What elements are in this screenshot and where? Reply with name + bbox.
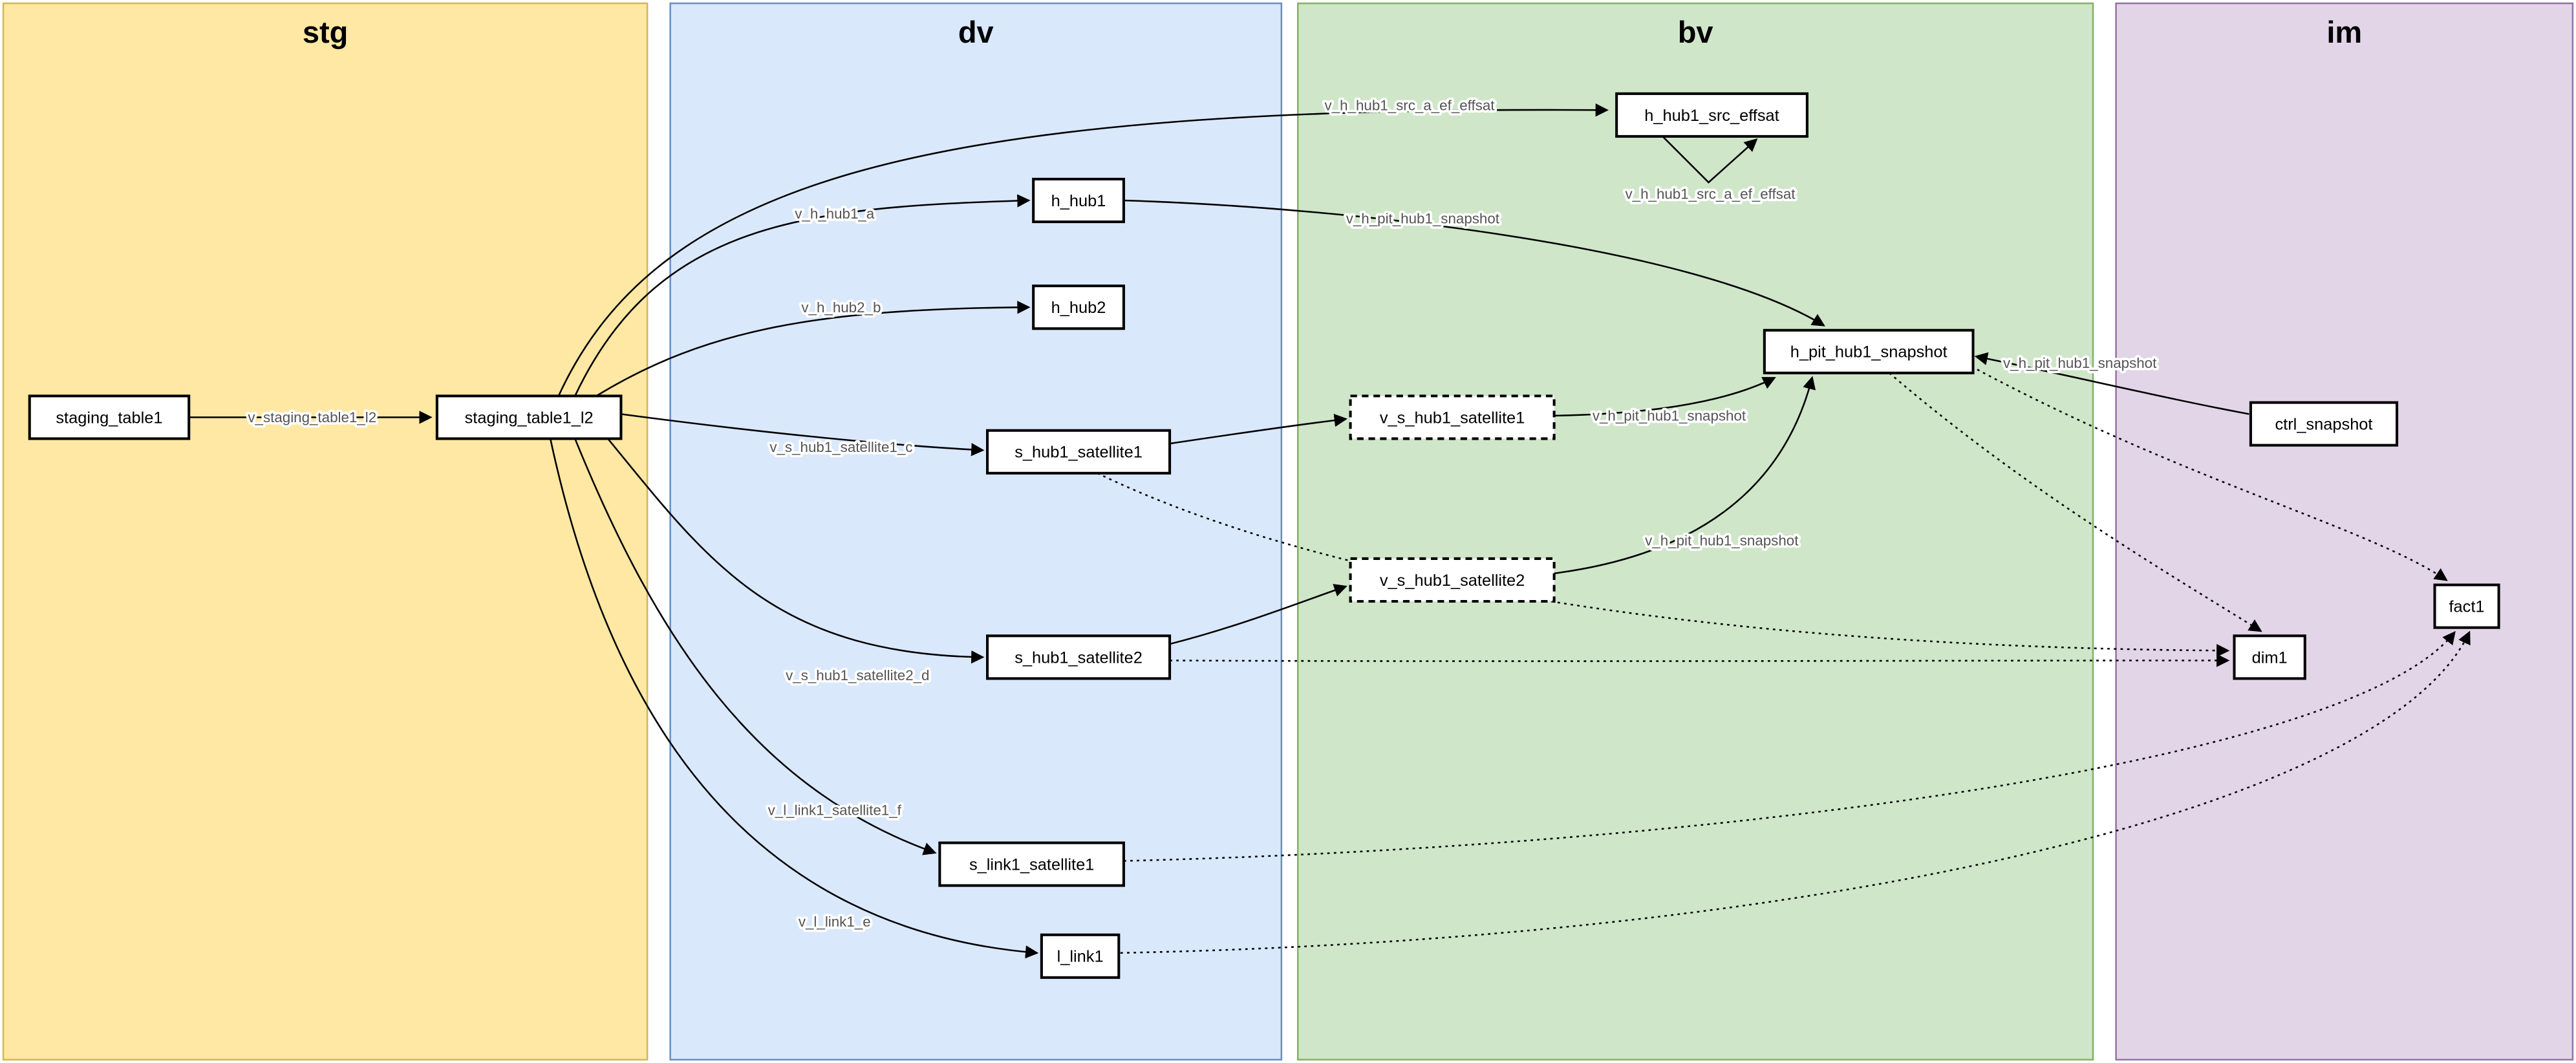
node-h_hub1[interactable]: h_hub1 (1032, 177, 1125, 224)
edge-label-v_staging_table1_l2: v_staging_table1_l2 (248, 409, 376, 425)
node-h_pit_hub1_snapshot-label: h_pit_hub1_snapshot (1790, 343, 1948, 361)
edge-labels: v_staging_table1_l2 v_h_hub1_src_a_ef_ef… (246, 94, 2160, 932)
node-fact1-box[interactable] (2433, 583, 2500, 629)
edge-s_hub1_satellite2-to-v_s_hub1_satellite2 (1169, 584, 1347, 645)
node-h_hub1-label: h_hub1 (1051, 192, 1106, 210)
node-s_link1_satellite1-label: s_link1_satellite1 (969, 855, 1094, 874)
lane-stg: stg (2, 2, 649, 1061)
lane-im-region (2115, 2, 2574, 1061)
node-s_link1_satellite1[interactable]: s_link1_satellite1 (938, 841, 1125, 887)
node-staging_table1_l2[interactable]: staging_table1_l2 (435, 394, 623, 440)
edge-v_s_hub1_satellite2-to-h_pit_hub1_snapshot (1554, 376, 1816, 575)
edge-label-v_s_hub1_satellite1_c: v_s_hub1_satellite1_c (769, 439, 912, 455)
node-s_hub1_satellite2[interactable]: s_hub1_satellite2 (985, 634, 1172, 680)
node-v_s_hub1_satellite2-label: v_s_hub1_satellite2 (1380, 572, 1525, 590)
edge-label-selfloop-v_h_hub1_src_a_ef_effsat: v_h_hub1_src_a_ef_effsat (1626, 186, 1796, 202)
edge-s_hub1_satellite1-to-v_s_hub1_satellite1 (1169, 413, 1347, 445)
edge-label-v_h_hub1_a: v_h_hub1_a (795, 206, 875, 222)
edge-staging_table1_l2-to-s_link1_satellite1 (574, 438, 937, 855)
node-s_hub1_satellite1-label: s_hub1_satellite1 (1014, 444, 1143, 462)
nodes: staging_table1 staging_table1_l2 h_hub1 … (28, 92, 2500, 979)
node-dim1-label: dim1 (2252, 649, 2288, 667)
edge-label-v_h_hub2_b: v_h_hub2_b (801, 299, 881, 316)
edge-label-ctrl-v_h_pit_hub1_snapshot: v_h_pit_hub1_snapshot (2003, 355, 2157, 371)
node-s_hub1_satellite2-label: s_hub1_satellite2 (1014, 649, 1143, 667)
node-s_hub1_satellite1-box[interactable] (985, 429, 1172, 475)
edge-v_s_hub1_satellite1-to-h_pit_hub1_snapshot (1554, 377, 1776, 417)
node-s_hub1_satellite1[interactable]: s_hub1_satellite1 (985, 429, 1172, 475)
node-fact1-label: fact1 (2449, 598, 2485, 616)
edge-staging_table1_l2-to-h_hub1 (574, 194, 1031, 396)
edge-label-vsat2-v_h_pit_hub1_snapshot: v_h_pit_hub1_snapshot (1645, 533, 1799, 549)
node-v_s_hub1_satellite1-box[interactable] (1349, 394, 1556, 440)
node-s_hub1_satellite2-box[interactable] (985, 634, 1172, 680)
node-staging_table1[interactable]: staging_table1 (28, 394, 191, 440)
edge-ctrl_snapshot-to-h_pit_hub1_snapshot (1974, 352, 2249, 415)
node-v_s_hub1_satellite2[interactable]: v_s_hub1_satellite2 (1349, 557, 1556, 603)
edge-staging_table1_l2-to-s_hub1_satellite2 (607, 438, 985, 664)
node-staging_table1_l2-box[interactable] (435, 394, 623, 440)
node-h_hub1_src_effsat-box[interactable] (1615, 92, 1809, 138)
node-fact1[interactable]: fact1 (2433, 583, 2500, 629)
node-h_pit_hub1_snapshot-box[interactable] (1763, 328, 1975, 374)
node-l_link1[interactable]: l_link1 (1040, 933, 1121, 979)
node-ctrl_snapshot-box[interactable] (2249, 401, 2399, 447)
node-h_hub1_src_effsat[interactable]: h_hub1_src_effsat (1615, 92, 1809, 138)
node-staging_table1_l2-label: staging_table1_l2 (465, 409, 594, 427)
lane-bv: bv (1296, 2, 2094, 1061)
edge-label-v_l_link1_satellite1_f: v_l_link1_satellite1_f (768, 802, 902, 818)
node-staging_table1-label: staging_table1 (56, 409, 162, 427)
edge-h_hub1-to-h_pit_hub1_snapshot (1123, 199, 1825, 327)
node-ctrl_snapshot-label: ctrl_snapshot (2275, 415, 2372, 433)
lane-stg-region (2, 2, 649, 1061)
node-dim1-box[interactable] (2233, 634, 2306, 680)
node-l_link1-label: l_link1 (1057, 948, 1104, 966)
lane-im-title: im (2326, 15, 2362, 49)
node-h_hub1_src_effsat-label: h_hub1_src_effsat (1644, 107, 1779, 125)
edge-staging_table1_l2-to-h_hub1_src_effsat (557, 103, 1609, 396)
edge-h_pit_hub1_snapshot-to-dim1 (1889, 372, 2262, 632)
edge-h_pit_hub1_snapshot-to-fact1 (1971, 365, 2448, 581)
edges (189, 103, 2471, 959)
node-staging_table1-box[interactable] (28, 394, 191, 440)
edge-label-v_s_hub1_satellite2_d: v_s_hub1_satellite2_d (786, 667, 929, 683)
node-l_link1-box[interactable] (1040, 933, 1121, 979)
node-h_hub2-label: h_hub2 (1051, 299, 1106, 317)
node-ctrl_snapshot[interactable]: ctrl_snapshot (2249, 401, 2399, 447)
edge-label-vsat1-v_h_pit_hub1_snapshot: v_h_pit_hub1_snapshot (1593, 407, 1746, 424)
node-v_s_hub1_satellite2-box[interactable] (1349, 557, 1556, 603)
lane-bv-region (1296, 2, 2094, 1061)
lane-bv-title: bv (1678, 15, 1713, 49)
node-h_hub2[interactable]: h_hub2 (1032, 285, 1125, 330)
lane-dv-region (669, 2, 1283, 1061)
lane-im: im (2115, 2, 2574, 1061)
lane-dv-title: dv (958, 15, 994, 49)
node-s_link1_satellite1-box[interactable] (938, 841, 1125, 887)
node-h_pit_hub1_snapshot[interactable]: h_pit_hub1_snapshot (1763, 328, 1975, 374)
lane-stg-title: stg (303, 15, 349, 49)
edge-staging_table1_l2-to-l_link1 (549, 438, 1039, 959)
edge-staging_table1_l2-to-h_hub2 (596, 301, 1031, 397)
edge-label-v_l_link1_e: v_l_link1_e (799, 914, 871, 930)
edge-label-v_h_hub1_src_a_ef_effsat: v_h_hub1_src_a_ef_effsat (1325, 97, 1496, 113)
edge-label-hub1-v_h_pit_hub1_snapshot: v_h_pit_hub1_snapshot (1346, 211, 1500, 227)
edge-s_hub1_satellite1-to-dim1 (1097, 472, 2230, 658)
edge-h_hub1_src_effsat-self-loop (1662, 136, 1758, 184)
node-h_hub2-box[interactable] (1032, 285, 1125, 330)
node-h_hub1-box[interactable] (1032, 177, 1125, 224)
edge-staging_table1_l2-to-s_hub1_satellite1 (621, 413, 985, 456)
node-dim1[interactable]: dim1 (2233, 634, 2306, 680)
node-v_s_hub1_satellite1-label: v_s_hub1_satellite1 (1380, 409, 1525, 427)
edge-s_link1_satellite1-to-fact1 (1123, 630, 2456, 862)
lane-dv: dv (669, 2, 1283, 1061)
node-v_s_hub1_satellite1[interactable]: v_s_hub1_satellite1 (1349, 394, 1556, 440)
